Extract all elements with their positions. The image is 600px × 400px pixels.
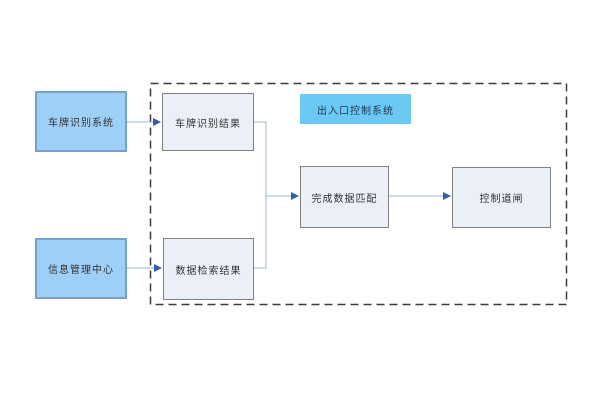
- connector-in1-merge: [254, 121, 267, 196]
- arrowhead-ext2-in2: [154, 264, 162, 272]
- node-plate-recognition-result: 车牌识别结果: [162, 93, 254, 151]
- node-label: 车牌识别系统: [48, 118, 114, 129]
- node-label: 控制道闸: [479, 194, 524, 205]
- node-data-retrieval-result: 数据检索结果: [163, 238, 254, 300]
- node-plate-recognition-system: 车牌识别系统: [35, 91, 127, 152]
- node-label: 完成数据匹配: [311, 193, 378, 205]
- node-label: 数据检索结果: [175, 265, 242, 277]
- system-boundary-box: [149, 82, 568, 306]
- boundary-label-text: 出入口控制系统: [317, 105, 394, 117]
- system-boundary-label: 出入口控制系统: [300, 94, 411, 124]
- node-data-matching-complete: 完成数据匹配: [300, 166, 389, 228]
- node-label: 信息管理中心: [48, 265, 114, 276]
- arrowhead-matching-barrier: [443, 192, 451, 200]
- arrowhead-merge-matching: [291, 192, 299, 200]
- node-barrier-gate-control: 控制道闸: [452, 167, 551, 228]
- node-info-management-center: 信息管理中心: [35, 238, 127, 299]
- arrowhead-ext1-in1: [153, 118, 161, 126]
- connector-in2-merge: [254, 196, 267, 269]
- node-label: 车牌识别结果: [175, 118, 241, 130]
